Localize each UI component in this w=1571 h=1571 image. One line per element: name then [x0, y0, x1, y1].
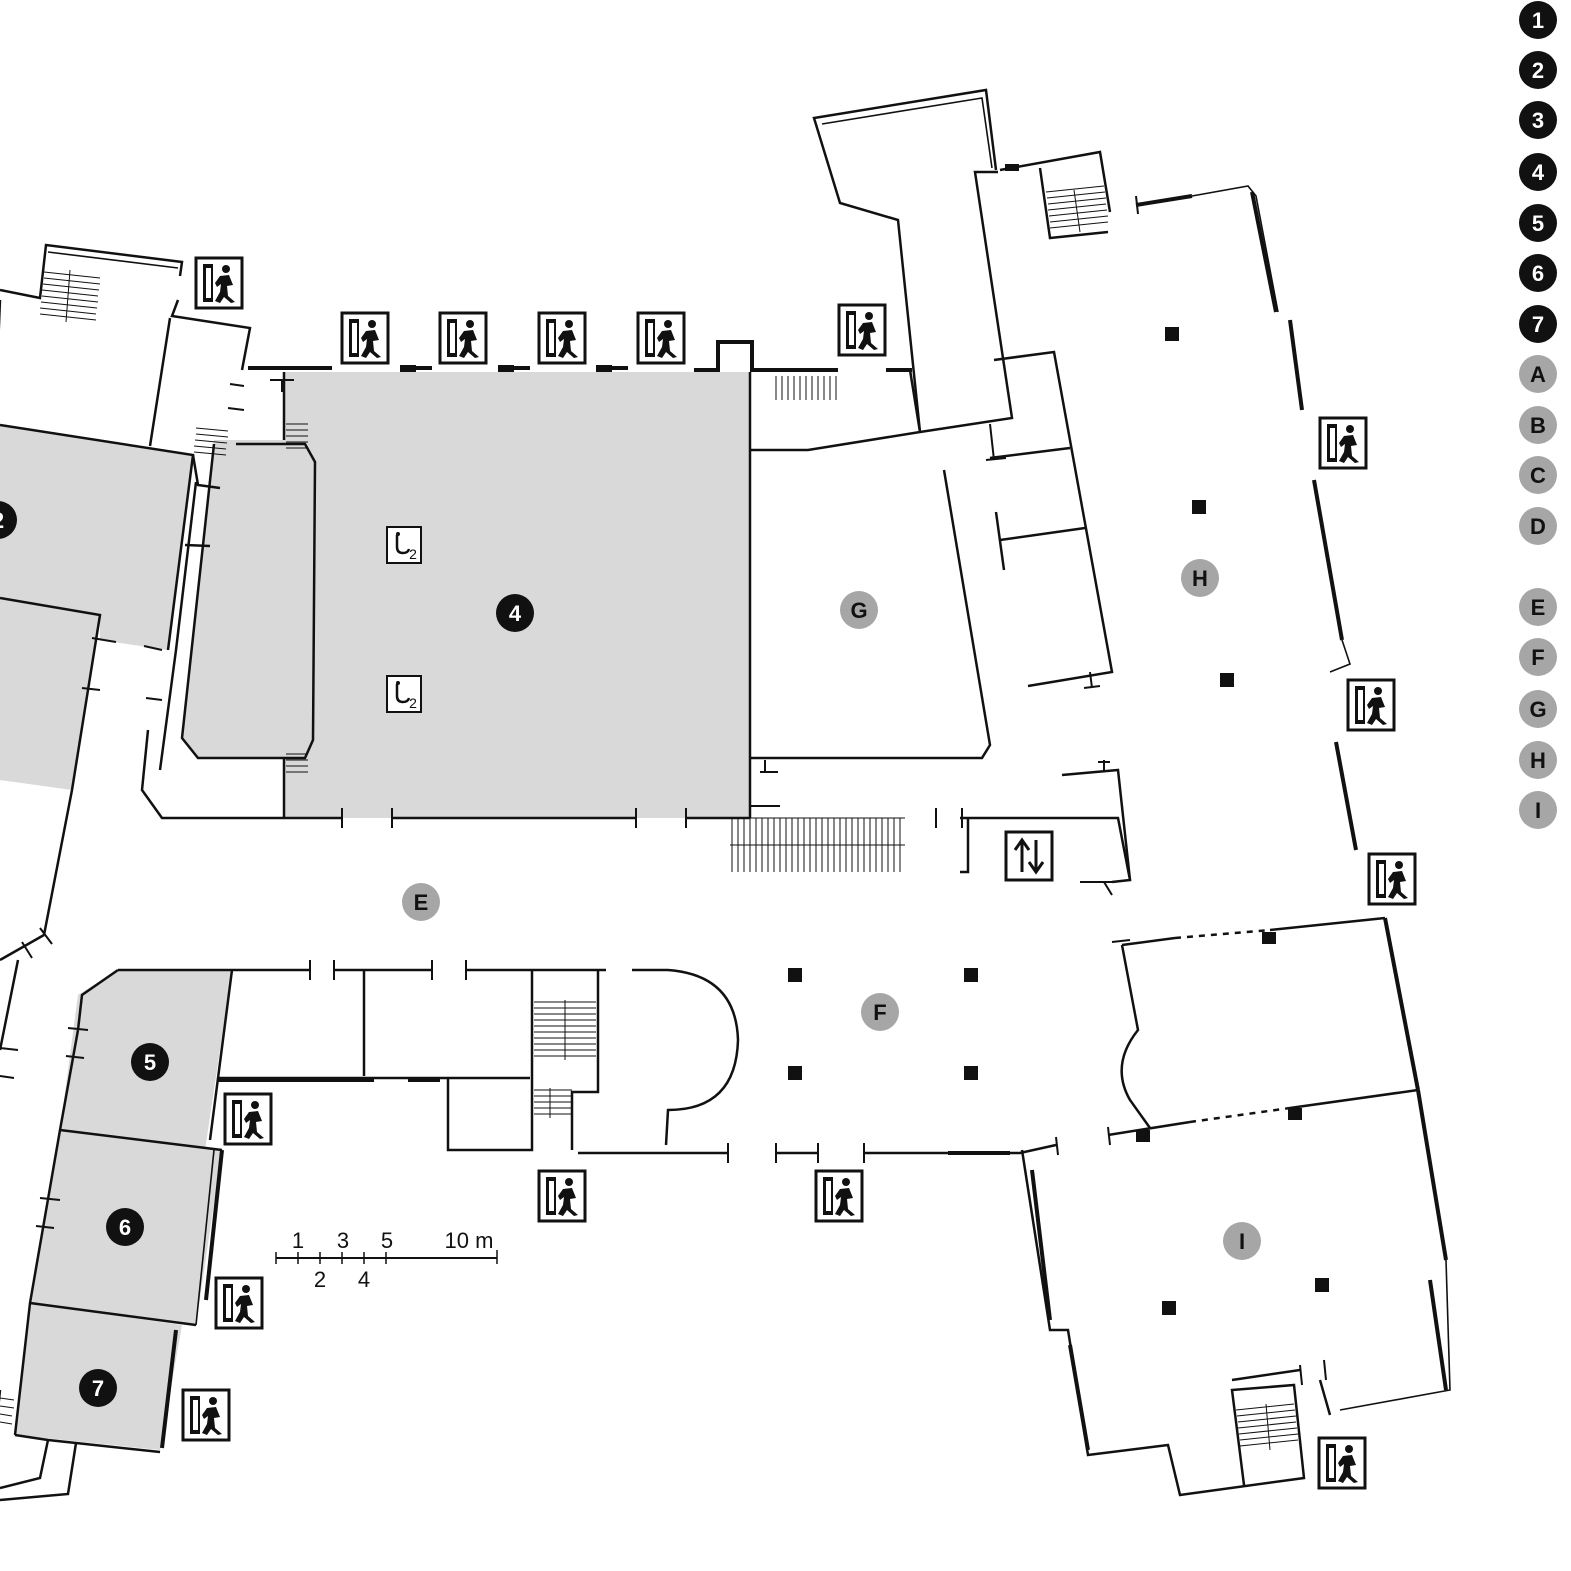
- area-badge-label: H: [1192, 566, 1208, 591]
- room-badge-label: 6: [119, 1215, 131, 1240]
- legend-label: 4: [1532, 160, 1545, 185]
- scale-bar: 1 3 5 10 m 2 4: [275, 1228, 498, 1292]
- emergency-exit-icon: [1317, 1436, 1367, 1490]
- legend-label: B: [1530, 413, 1546, 438]
- legend-label: 6: [1532, 261, 1544, 286]
- legend-item-3: 3: [1519, 101, 1557, 139]
- legend-item-d: D: [1519, 507, 1557, 545]
- wc-sign-label: 2: [409, 546, 417, 562]
- stair-corridor-top: [193, 423, 308, 773]
- room-badge-label: 5: [144, 1050, 156, 1075]
- area-badge-e: E: [402, 883, 440, 921]
- room-badge-7: 7: [79, 1369, 117, 1407]
- staircases: [0, 185, 1299, 1451]
- emergency-exit-icon: [181, 1388, 231, 1442]
- legend-item-6: 6: [1519, 254, 1557, 292]
- corridor-zone: [182, 440, 315, 758]
- emergency-exit-icon: [1318, 416, 1368, 470]
- scale-label: 1: [292, 1228, 304, 1253]
- stair-top-right: [775, 185, 1109, 400]
- room-2-zone: [0, 425, 193, 650]
- stair-main: [730, 817, 905, 872]
- wc-icon: 2: [385, 525, 423, 565]
- emergency-exit-icon: [1367, 852, 1417, 906]
- legend: 1 2 3 4 5 6 7 A B C D E F G H I: [1519, 1, 1557, 829]
- area-badge-f: F: [861, 993, 899, 1031]
- room-badge-label: 7: [92, 1376, 104, 1401]
- legend-item-e: E: [1519, 588, 1557, 626]
- area-badge-label: F: [873, 1000, 886, 1025]
- legend-label: E: [1531, 595, 1546, 620]
- legend-label: H: [1530, 748, 1546, 773]
- stair-bottom-left: [0, 1397, 15, 1425]
- legend-label: A: [1530, 362, 1546, 387]
- legend-label: C: [1530, 463, 1546, 488]
- area-badge-label: E: [414, 890, 429, 915]
- wc-signs: 2 2: [385, 525, 423, 714]
- area-badge-g: G: [840, 591, 878, 629]
- legend-item-7: 7: [1519, 305, 1557, 343]
- door-markers: [0, 195, 1327, 1386]
- scale-label: 2: [314, 1267, 326, 1292]
- legend-label: I: [1535, 798, 1541, 823]
- legend-item-g: G: [1519, 690, 1557, 728]
- scale-label: 4: [358, 1267, 370, 1292]
- legend-label: F: [1531, 645, 1544, 670]
- legend-item-5: 5: [1519, 204, 1557, 242]
- stair-center-lower: [534, 1000, 596, 1118]
- legend-label: G: [1529, 697, 1546, 722]
- legend-item-2: 2: [1519, 51, 1557, 89]
- stair-bottom-right: [1235, 1403, 1299, 1451]
- legend-label: 3: [1532, 108, 1544, 133]
- elevator-icon: [1004, 830, 1054, 882]
- legend-item-h: H: [1519, 741, 1557, 779]
- room-badge-4: 4: [496, 594, 534, 632]
- emergency-exit-icon: [223, 1092, 273, 1146]
- room-badges: 2 4 5 6 7 E F G: [0, 501, 1261, 1407]
- emergency-exit-icon: [214, 1276, 264, 1330]
- room-badge-6: 6: [106, 1208, 144, 1246]
- room-3-zone: [0, 598, 100, 790]
- emergency-exit-icon: [636, 311, 686, 365]
- area-badge-i: I: [1223, 1222, 1261, 1260]
- room-badge-5: 5: [131, 1043, 169, 1081]
- legend-item-f: F: [1519, 638, 1557, 676]
- room-badge-label: 4: [509, 601, 522, 626]
- legend-item-1: 1: [1519, 1, 1557, 39]
- emergency-exit-icon: [438, 311, 488, 365]
- emergency-exit-icon: [814, 1169, 864, 1223]
- scale-label: 3: [337, 1228, 349, 1253]
- scale-label: 5: [381, 1228, 393, 1253]
- legend-item-b: B: [1519, 406, 1557, 444]
- legend-label: 1: [1532, 8, 1544, 33]
- emergency-exit-icon: [340, 311, 390, 365]
- legend-item-i: I: [1519, 791, 1557, 829]
- legend-item-a: A: [1519, 355, 1557, 393]
- pillars: [400, 164, 1329, 1315]
- emergency-exit-icon: [537, 311, 587, 365]
- emergency-exit-icon: [837, 303, 887, 357]
- wc-sign-label: 2: [409, 695, 417, 711]
- legend-label: 7: [1532, 312, 1544, 337]
- legend-item-c: C: [1519, 456, 1557, 494]
- emergency-exit-icon: [537, 1169, 587, 1223]
- emergency-exit-icon: [1346, 678, 1396, 732]
- room-badge-2: 2: [0, 501, 17, 539]
- area-badge-h: H: [1181, 559, 1219, 597]
- legend-label: D: [1530, 514, 1546, 539]
- area-badge-label: I: [1239, 1229, 1245, 1254]
- room-badge-label: 2: [0, 508, 4, 533]
- highlighted-zones: [0, 372, 750, 1450]
- emergency-exit-icon: [194, 256, 244, 310]
- legend-label: 5: [1532, 211, 1544, 236]
- legend-item-4: 4: [1519, 153, 1557, 191]
- wc-icon: 2: [385, 674, 423, 714]
- legend-label: 2: [1532, 58, 1544, 83]
- scale-label: 10 m: [445, 1228, 494, 1253]
- stair-top-left: [39, 269, 101, 323]
- area-badge-label: G: [850, 598, 867, 623]
